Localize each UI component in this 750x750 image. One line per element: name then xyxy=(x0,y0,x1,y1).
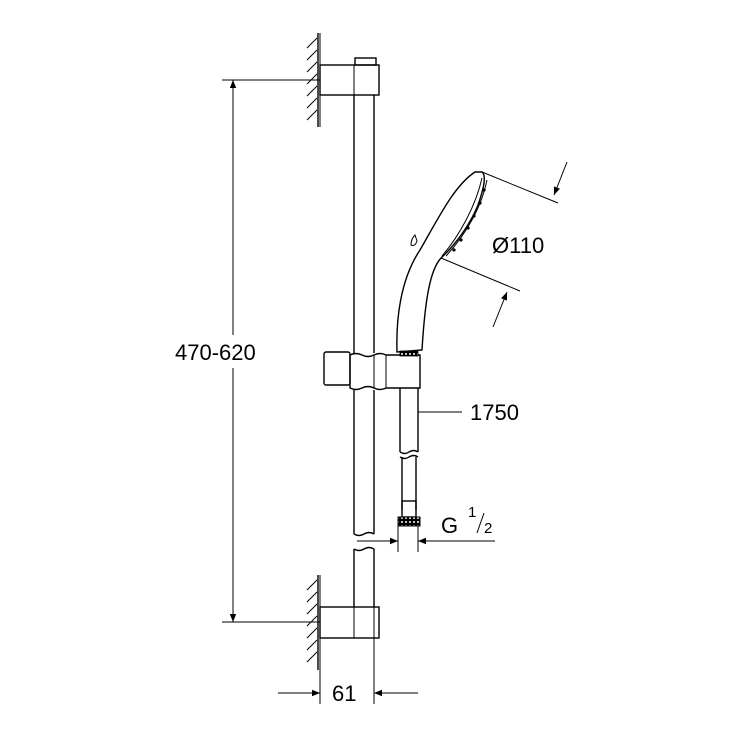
shower-hose xyxy=(397,388,421,527)
spray-diameter-label: Ø110 xyxy=(492,233,544,258)
hose-length-label: 1750 xyxy=(470,400,519,425)
wall-offset-label: 61 xyxy=(332,681,356,706)
top-wall-bracket xyxy=(319,57,380,96)
hand-shower xyxy=(396,171,488,357)
bottom-wall-bracket xyxy=(319,606,380,639)
hose-length-dimension: 1750 xyxy=(418,400,519,425)
wall-offset-dimension: 61 xyxy=(278,638,418,706)
shower-holder-slider xyxy=(323,351,421,391)
height-range-label: 470-620 xyxy=(175,340,256,365)
height-dimension: 470-620 xyxy=(175,79,320,623)
thread-dimension: G 1 2 xyxy=(357,504,495,552)
spray-diameter-dimension: Ø110 xyxy=(440,161,568,328)
thread-fraction-numerator: 1 xyxy=(468,504,476,521)
thread-label: G xyxy=(441,513,458,538)
shower-rail xyxy=(353,95,375,607)
thread-fraction-denominator: 2 xyxy=(484,520,492,537)
